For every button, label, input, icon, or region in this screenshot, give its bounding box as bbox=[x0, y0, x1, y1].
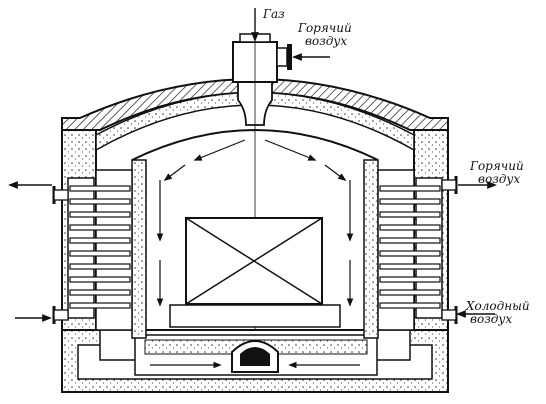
recuperator-tube bbox=[69, 198, 131, 205]
flow-arrows bbox=[156, 139, 354, 307]
recuperator-tube bbox=[379, 276, 441, 283]
gas-label: Газ bbox=[262, 7, 285, 21]
recuperator-tube bbox=[379, 224, 441, 231]
recuperator-tube bbox=[69, 263, 131, 270]
left-recuperator bbox=[52, 169, 133, 331]
hearth bbox=[146, 304, 364, 331]
recuperator-tube bbox=[379, 211, 441, 218]
recuperator-tube bbox=[69, 289, 131, 296]
recuperator-tube bbox=[69, 211, 131, 218]
recuperator-tube bbox=[379, 263, 441, 270]
workpiece bbox=[185, 217, 323, 305]
recuperator-tube bbox=[379, 250, 441, 257]
hot-air-top-label-2: воздух bbox=[305, 34, 347, 48]
recuperator-tube bbox=[379, 185, 441, 192]
recuperator-tube bbox=[379, 289, 441, 296]
bottom-outlet bbox=[231, 340, 279, 373]
recuperator-tube bbox=[69, 250, 131, 257]
air-arrows bbox=[8, 181, 497, 322]
recuperator-tube bbox=[379, 237, 441, 244]
right-recuperator bbox=[377, 169, 458, 331]
recuperator-tube bbox=[69, 185, 131, 192]
cold-air-right-label-2: воздух bbox=[470, 312, 512, 326]
hot-air-top-label-1: Горячий bbox=[297, 21, 352, 35]
recuperator-tube bbox=[69, 276, 131, 283]
recuperator-tube bbox=[379, 302, 441, 309]
recuperator-tube bbox=[379, 198, 441, 205]
hot-air-right-label-2: воздух bbox=[478, 172, 520, 186]
cold-air-right-label-1: Холодный bbox=[465, 299, 530, 313]
recuperator-tube bbox=[69, 224, 131, 231]
recuperator-tube bbox=[69, 237, 131, 244]
labels: Газ Горячий воздух Горячий воздух Холодн… bbox=[262, 7, 530, 326]
hot-air-right-label-1: Горячий bbox=[469, 159, 524, 173]
recuperator-tube bbox=[69, 302, 131, 309]
